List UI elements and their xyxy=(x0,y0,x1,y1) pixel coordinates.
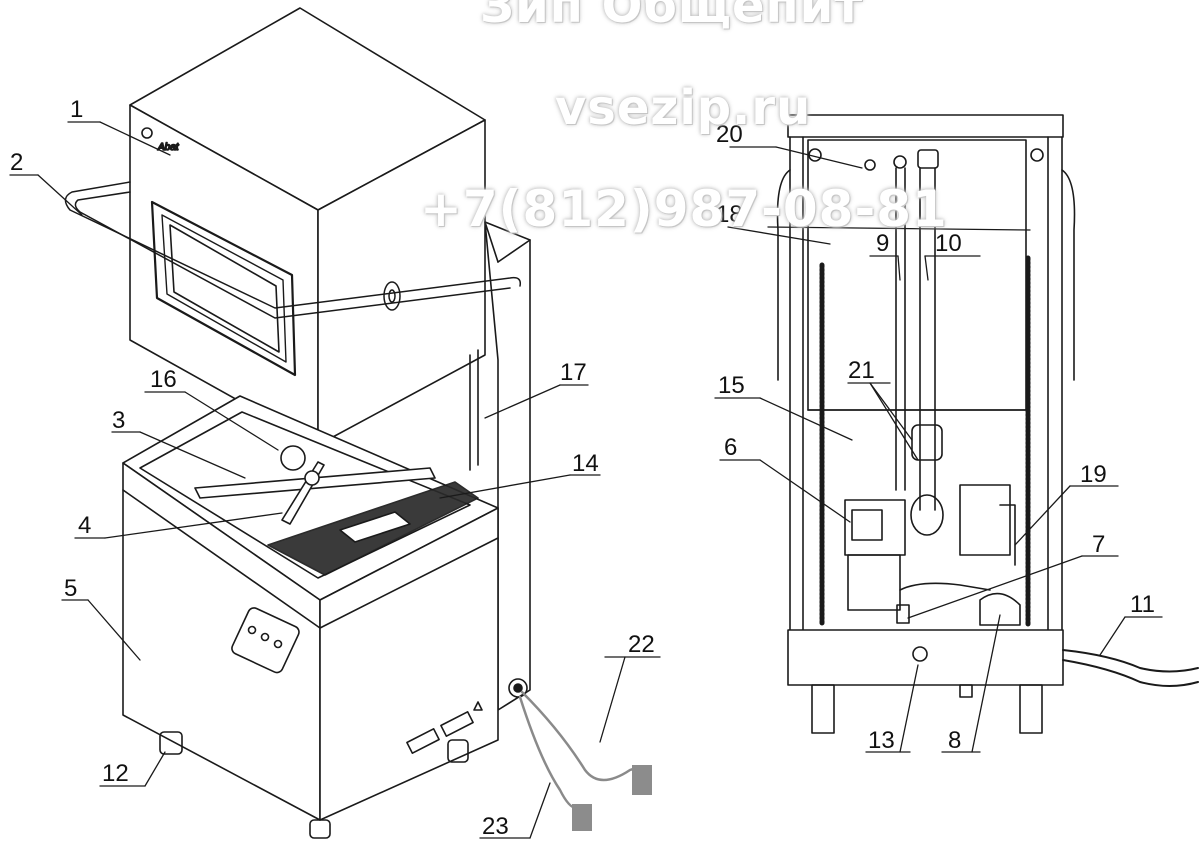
wash-arm xyxy=(194,445,436,525)
springs xyxy=(819,255,1031,628)
callout-20: 20 xyxy=(716,121,743,148)
brand-logo-icon: Abat xyxy=(141,127,181,154)
rear-base xyxy=(787,629,1064,734)
front-machine-view: Abat xyxy=(64,7,652,839)
leader-lines xyxy=(9,121,1163,839)
callout-5: 5 xyxy=(64,575,77,602)
callout-23: 23 xyxy=(482,813,509,840)
callout-21: 21 xyxy=(848,357,875,384)
wash-tank xyxy=(122,395,499,601)
callout-12: 12 xyxy=(102,760,129,787)
callout-4: 4 xyxy=(78,512,91,539)
back-column xyxy=(469,221,531,711)
callout-22: 22 xyxy=(628,631,655,658)
callout-8: 8 xyxy=(948,727,961,754)
drain-hose xyxy=(1062,649,1199,673)
rear-machine-view xyxy=(776,114,1199,734)
callout-18: 18 xyxy=(716,201,743,228)
hood-handle xyxy=(64,181,522,319)
callout-6: 6 xyxy=(724,434,737,461)
watermark-company-name: Зип Общепит xyxy=(480,0,864,34)
callout-1: 1 xyxy=(70,96,83,123)
hose-plug xyxy=(632,765,652,795)
cabinet-body xyxy=(122,462,528,821)
callout-2: 2 xyxy=(10,149,23,176)
callout-15: 15 xyxy=(718,372,745,399)
callout-17: 17 xyxy=(560,359,587,386)
callout-14: 14 xyxy=(572,450,599,477)
callout-numbers: 1 2 3 4 5 12 16 17 14 22 23 20 18 9 10 1… xyxy=(10,96,1155,840)
callout-9: 9 xyxy=(876,230,889,257)
callout-11: 11 xyxy=(1130,591,1155,618)
callout-13: 13 xyxy=(868,727,895,754)
hood xyxy=(129,7,486,446)
cabinet-feet xyxy=(159,731,469,839)
hoses xyxy=(518,690,642,810)
callout-16: 16 xyxy=(150,366,177,393)
callout-7: 7 xyxy=(1092,531,1105,558)
cable-plug xyxy=(572,804,592,831)
watermark-phone: +7(812)987-08-81 xyxy=(420,180,948,238)
callout-10: 10 xyxy=(935,230,962,257)
callout-3: 3 xyxy=(112,407,125,434)
watermark-website: vsezip.ru xyxy=(555,80,812,136)
pump-motor xyxy=(844,484,1021,626)
callout-19: 19 xyxy=(1080,461,1107,488)
pipes xyxy=(895,167,944,536)
svg-text:Abat: Abat xyxy=(157,142,180,153)
